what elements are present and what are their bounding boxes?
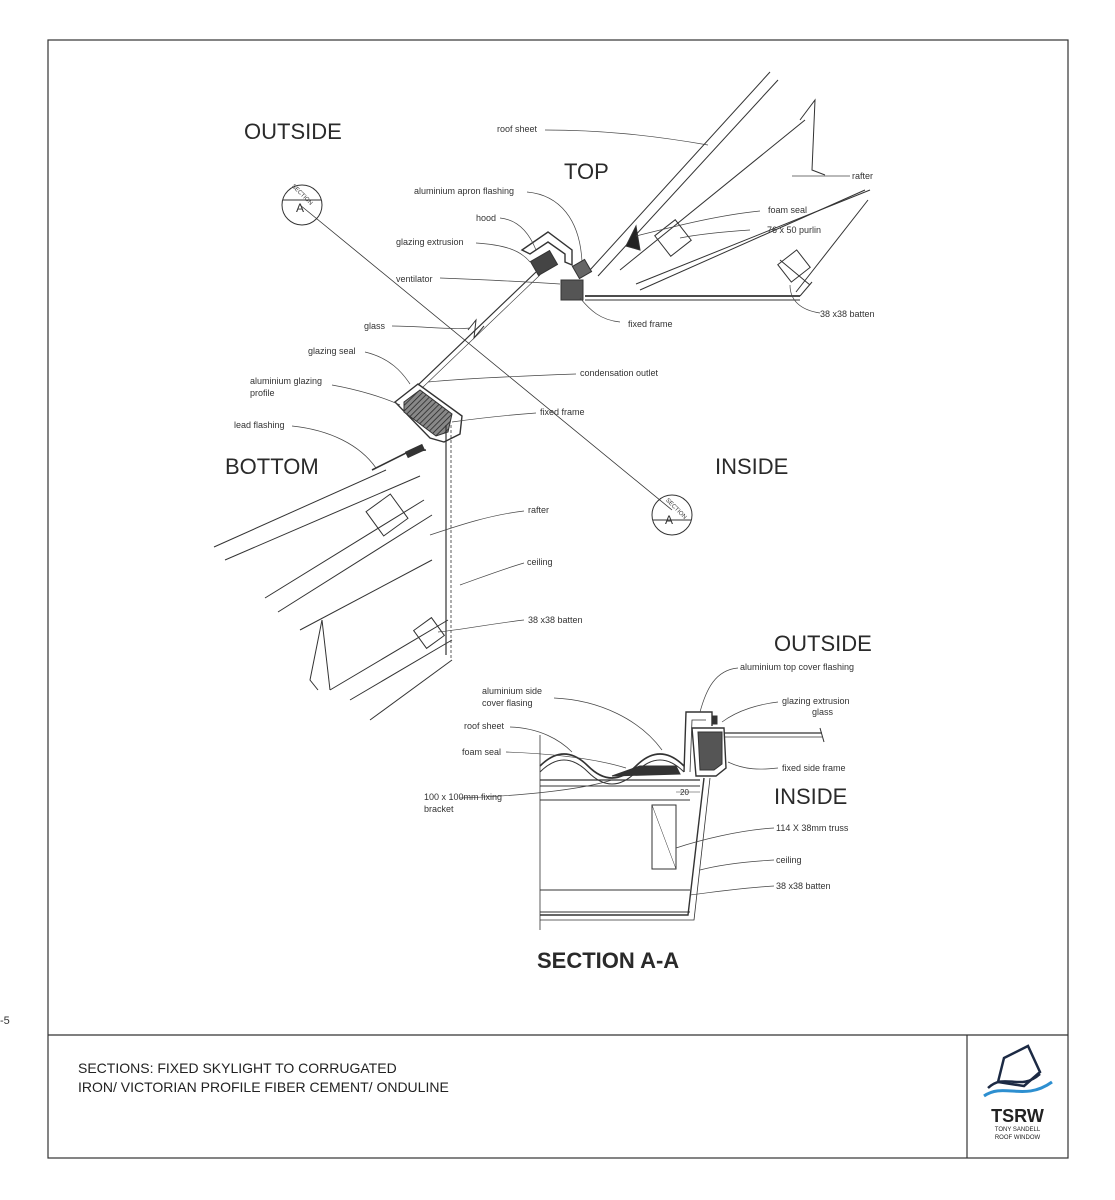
outside-heading-section-aa: OUTSIDE [774,631,872,656]
label-aluminium-glazing-profile-1: aluminium glazing [250,376,323,386]
dimension-20: 20 [680,788,689,797]
label-aluminium-top-cover-flashing: aluminium top cover flashing [740,662,855,672]
label-purlin: 76 x 50 purlin [767,225,822,235]
label-aluminium-glazing-profile-2: profile [250,388,275,398]
upper-leader-lines [291,129,850,633]
logo-subtitle-2: ROOF WINDOW [994,1135,1041,1141]
label-fixing-bracket-1: 100 x 100mm fixing [424,792,503,802]
bottom-heading: BOTTOM [225,454,319,479]
section-marker-bottom-letter: A [665,513,674,527]
section-aa-leader-lines [459,667,779,896]
label-glass-upper: glass [364,321,386,331]
section-marker-top-letter: A [296,201,305,215]
top-heading: TOP [564,159,609,184]
label-batten-top: 38 x38 batten [820,309,875,319]
inside-heading-upper: INSIDE [715,454,789,479]
label-aluminium-side-cover-1: aluminium side [482,686,543,696]
label-foam-seal-aa: foam seal [462,747,502,757]
label-rafter-bottom: rafter [528,505,550,515]
inside-heading-section-aa: INSIDE [774,784,848,809]
label-fixing-bracket-2: bracket [424,804,454,814]
label-truss: 114 X 38mm truss [776,823,849,833]
label-rafter-top: rafter [852,171,874,181]
label-ventilator: ventilator [396,274,433,284]
label-roof-sheet-aa: roof sheet [464,721,505,731]
label-roof-sheet-top: roof sheet [497,124,538,134]
label-lead-flashing: lead flashing [234,420,285,430]
label-ceiling-aa: ceiling [776,855,802,865]
label-ceiling-upper: ceiling [527,557,553,567]
label-glazing-extrusion-top: glazing extrusion [396,237,464,247]
label-glazing-seal: glazing seal [308,346,356,356]
label-glass-aa: glass [812,707,834,717]
label-aluminium-apron-flashing: aluminium apron flashing [414,186,515,196]
label-condensation-outlet: condensation outlet [580,368,659,378]
sheet-border [47,39,1069,1159]
label-hood: hood [476,213,497,223]
upper-section-drawing [213,71,871,721]
edge-mark-text: -5 [0,1015,10,1027]
label-glazing-extrusion-aa: glazing extrusion [782,696,850,706]
tsrw-logo-icon [983,1044,1053,1098]
title-block-line-2: IRON/ VICTORIAN PROFILE FIBER CEMENT/ ON… [78,1079,449,1095]
logo-subtitle-1: TONY SANDELL [994,1127,1041,1133]
label-aluminium-side-cover-2: cover flasing [482,698,533,708]
label-fixed-side-frame: fixed side frame [782,763,846,773]
label-batten-aa: 38 x38 batten [776,881,831,891]
label-batten-bottom: 38 x38 batten [528,615,583,625]
outside-heading-upper: OUTSIDE [244,119,342,144]
logo-name: TSRW [991,1106,1044,1126]
label-foam-seal-top: foam seal [768,205,808,215]
section-aa-title: SECTION A-A [537,948,680,973]
title-block-line-1: SECTIONS: FIXED SKYLIGHT TO CORRUGATED [78,1060,397,1076]
label-fixed-frame-bottom: fixed frame [540,407,585,417]
section-aa-drawing [539,711,825,930]
label-fixed-frame-top: fixed frame [628,319,673,329]
